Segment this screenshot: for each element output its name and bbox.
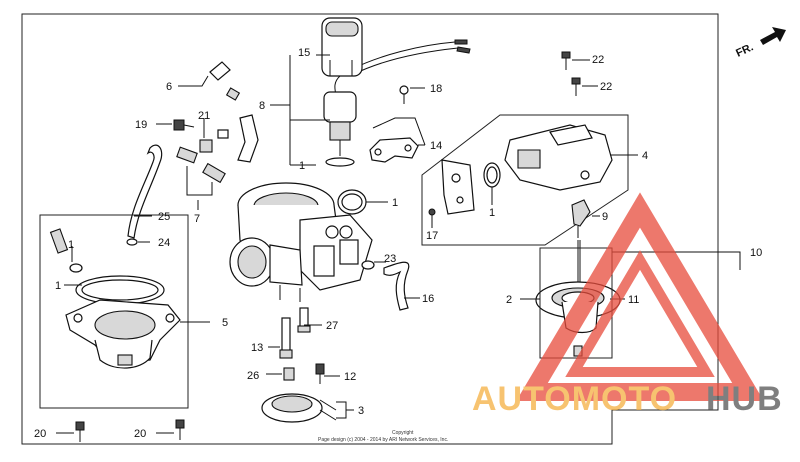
callout-8: 8: [259, 100, 265, 112]
callout-12: 12: [344, 371, 356, 383]
screws-22: [561, 51, 581, 96]
copyright-line-2: Page design (c) 2004 - 2014 by ARI Netwo…: [318, 437, 448, 443]
callout-15: 15: [298, 47, 310, 59]
callout-18: 18: [430, 83, 442, 95]
carburetor-body: [229, 182, 373, 302]
callout-1-cover: 1: [489, 207, 495, 219]
watermark-text-primary: AUTOMOTO: [472, 380, 677, 418]
callout-10: 10: [750, 247, 762, 259]
callout-25: 25: [158, 211, 170, 223]
callout-19: 19: [135, 119, 147, 131]
callout-22-top: 22: [592, 54, 604, 66]
callout-22-bottom: 22: [600, 81, 612, 93]
callout-17: 17: [426, 230, 438, 242]
auto-choke-assembly: [321, 17, 471, 167]
piston-group-frame: [539, 247, 613, 359]
callout-27: 27: [326, 320, 338, 332]
callout-9: 9: [602, 211, 608, 223]
callout-20-left: 20: [34, 428, 46, 440]
top-cover: [428, 124, 613, 216]
watermark-text-secondary: HUB: [706, 380, 783, 418]
callout-1-float-gasket: 1: [55, 280, 61, 292]
arrow-icon: [760, 27, 786, 45]
callout-2: 2: [506, 294, 512, 306]
float-chamber: [49, 228, 181, 369]
callout-11: 11: [628, 294, 639, 306]
leader-line: [270, 54, 330, 166]
callout-23: 23: [384, 253, 396, 265]
callout-6: 6: [166, 81, 172, 93]
watermark-triangle-inner: [565, 250, 715, 377]
copyright-line-1: Copyright: [392, 430, 414, 436]
callout-16: 16: [422, 293, 434, 305]
cover-group-frame: [421, 114, 629, 246]
screws-20: [75, 419, 185, 442]
drain-hose: [361, 260, 410, 311]
automotohub-watermark: AUTOMOTO HUB: [472, 192, 783, 418]
callout-1-body: 1: [392, 197, 398, 209]
jets-and-screws: [261, 307, 337, 423]
callout-24: 24: [158, 237, 170, 249]
callout-20-right: 20: [134, 428, 146, 440]
callout-1-choke: 1: [299, 160, 305, 172]
bracket-plate: [369, 85, 419, 163]
diagram-frame: [21, 13, 719, 445]
callout-3: 3: [358, 405, 364, 417]
callout-7: 7: [194, 213, 200, 225]
callout-21: 21: [198, 110, 210, 122]
small-fittings: [173, 61, 259, 184]
front-direction-label: FR.: [734, 41, 755, 59]
watermark-triangle-outer: [516, 192, 764, 401]
callout-13: 13: [251, 342, 263, 354]
float-chamber-group-frame: [39, 214, 189, 409]
callout-5: 5: [222, 317, 228, 329]
callout-4: 4: [642, 150, 648, 162]
hose-25: [126, 144, 163, 246]
callout-14: 14: [430, 140, 442, 152]
callout-26: 26: [247, 370, 259, 382]
front-direction-arrow: FR.: [734, 27, 786, 60]
callout-1-float-top: 1: [68, 239, 74, 251]
